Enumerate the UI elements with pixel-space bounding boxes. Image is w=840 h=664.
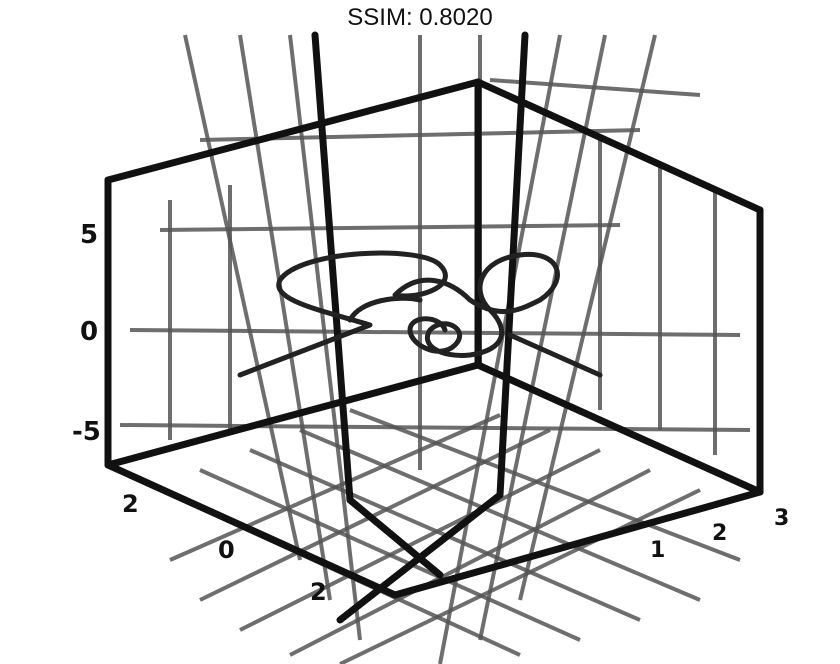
box-edge	[391, 488, 764, 599]
trajectory-curve	[237, 250, 603, 378]
grid-line	[238, 34, 332, 601]
box-edge	[104, 361, 482, 469]
left-tick-label: -5	[72, 417, 101, 447]
grid-lines	[119, 34, 751, 664]
right-tick-label: 2	[712, 521, 727, 546]
box-edge	[104, 461, 399, 599]
grid-line	[478, 34, 607, 641]
right-tick-label: 1	[650, 538, 665, 563]
grid-line	[288, 34, 362, 641]
grid-line	[349, 408, 741, 562]
projection-line	[311, 31, 354, 504]
grid-line	[169, 413, 501, 562]
projection-line	[336, 491, 504, 624]
front-tick-label: 2	[122, 490, 139, 518]
trajectory-path	[237, 250, 603, 378]
grid-line	[183, 34, 302, 561]
grid-line	[339, 488, 701, 664]
tick-labels: 5 0 -5 2 0 2 1 2 3	[72, 220, 789, 606]
grid-line	[299, 428, 701, 602]
grid-line	[239, 448, 601, 632]
left-tick-label: 0	[80, 317, 98, 347]
grid-line	[129, 328, 741, 337]
box-edge	[104, 78, 482, 184]
front-tick-label: 0	[218, 536, 235, 564]
grid-line	[119, 423, 751, 432]
left-tick-label: 5	[80, 220, 98, 250]
grid-line	[438, 34, 562, 664]
projection-line	[496, 31, 529, 499]
front-tick-label: 2	[310, 578, 327, 606]
projection-line	[346, 496, 444, 579]
figure-title: SSIM: 0.8020	[347, 4, 493, 31]
box-edge	[474, 361, 764, 496]
axis-box	[104, 31, 764, 624]
grid-line	[159, 223, 621, 232]
grid-line	[289, 468, 651, 657]
grid-line	[518, 34, 657, 601]
box-edge	[474, 78, 764, 214]
right-tick-label: 3	[774, 506, 789, 531]
grid-line	[199, 428, 551, 602]
